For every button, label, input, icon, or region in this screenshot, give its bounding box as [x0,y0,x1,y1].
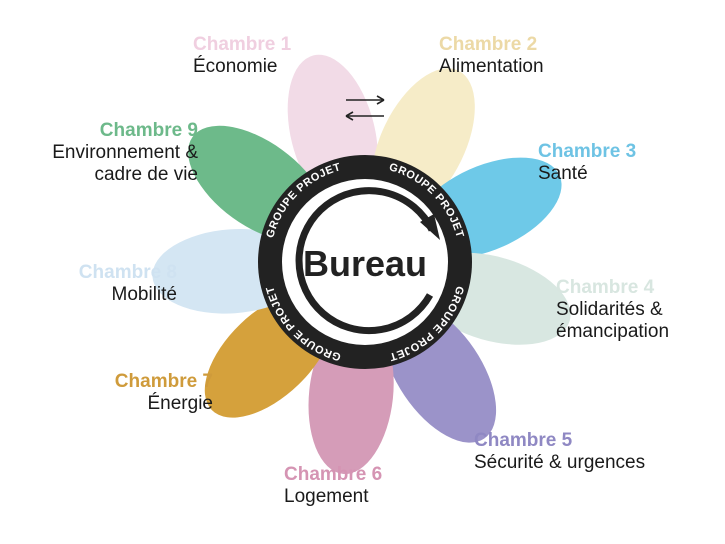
label-chambre-7: Chambre 7 Énergie [115,371,213,415]
exchange-arrows-icon [345,95,385,121]
chambre-7-subtitle: Énergie [147,392,214,414]
chambre-1-subtitle: Économie [193,55,278,77]
chambre-2-subtitle: Alimentation [439,55,544,77]
label-chambre-1: Chambre 1 Économie [193,34,291,78]
label-chambre-5: Chambre 5 Sécurité & urgences [474,430,645,474]
chambre-8-subtitle: Mobilité [111,283,177,305]
chambre-3-subtitle: Santé [538,162,588,184]
chambre-8-title: Chambre 8 [78,262,177,283]
label-chambre-3: Chambre 3 Santé [538,141,636,185]
ring-inner [282,179,448,345]
chambre-6-title: Chambre 6 [284,464,383,485]
chambre-9-title: Chambre 9 [99,120,198,141]
chambre-5-title: Chambre 5 [474,430,573,451]
chambre-3-title: Chambre 3 [538,141,637,162]
chambre-4-title: Chambre 4 [556,277,655,298]
chambre-6-subtitle: Logement [284,485,369,507]
label-chambre-4: Chambre 4 Solidarités & émancipation [556,277,669,343]
label-chambre-9: Chambre 9 Environnement & cadre de vie [52,120,198,186]
label-chambre-6: Chambre 6 Logement [284,464,382,508]
chambre-2-title: Chambre 2 [439,34,538,55]
chambre-5-subtitle: Sécurité & urgences [474,451,646,473]
chambre-4-subtitle-line-1: Solidarités & [556,298,663,320]
label-chambre-2: Chambre 2 Alimentation [439,34,544,78]
chambre-7-title: Chambre 7 [114,371,213,392]
chambre-1-title: Chambre 1 [193,34,292,55]
label-chambre-8: Chambre 8 Mobilité [79,262,177,306]
cycle-arrow-arc [295,187,436,335]
cycle-arrowhead-icon [420,214,440,240]
chambre-9-subtitle-line-1: Environnement & [52,141,198,163]
center-title: Bureau [303,243,427,284]
chambre-4-subtitle-line-2: émancipation [556,320,670,342]
chambre-9-subtitle-line-2: cadre de vie [94,163,198,185]
